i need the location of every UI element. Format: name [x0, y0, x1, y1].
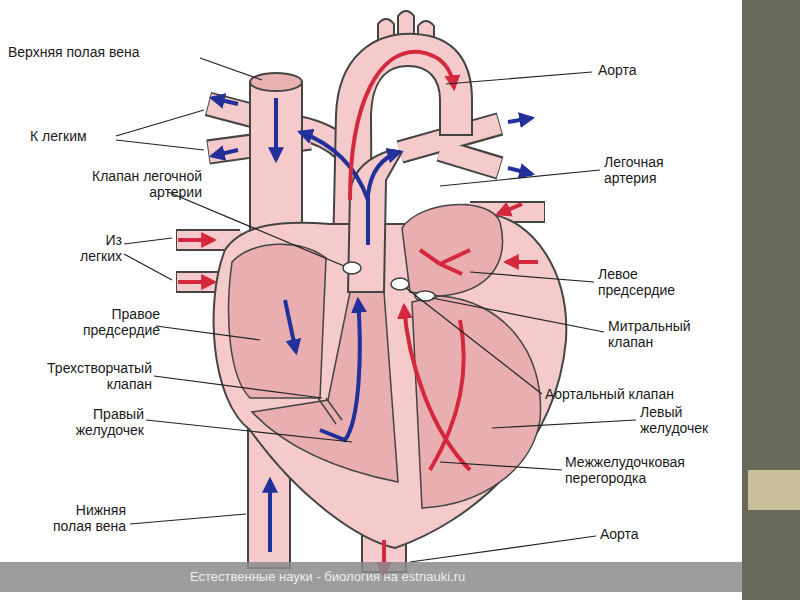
- part-label: К легким: [30, 128, 120, 144]
- leader-line: [116, 58, 636, 562]
- heart-wall: [214, 214, 567, 548]
- right-atrium: [229, 244, 326, 398]
- left-ventricle: [412, 296, 541, 508]
- watermark: Естественные науки - биология на estnauk…: [190, 569, 590, 585]
- frame-strip: [748, 470, 800, 510]
- frame-strip: [0, 592, 742, 600]
- part-label: Правое предсердие: [70, 306, 160, 338]
- left-atrium: [402, 205, 503, 296]
- frame-strip: [742, 0, 800, 600]
- part-label: Левое предсердие: [598, 266, 688, 298]
- part-label: Митральный клапан: [608, 318, 704, 350]
- part-label: Из легких: [66, 232, 122, 264]
- part-label: Межжелудочковая перегородка: [565, 454, 715, 486]
- part-label: Легочная артерия: [604, 154, 688, 186]
- part-label: Аорта: [598, 62, 678, 78]
- right-ventricle: [252, 292, 398, 482]
- part-label: Левый желудочек: [640, 404, 730, 436]
- flow-arrow: [178, 52, 538, 575]
- part-label: Клапан легочной артерии: [76, 168, 202, 200]
- part-label: Нижняя полая вена: [44, 502, 126, 534]
- part-label: Верхняя полая вена: [8, 44, 208, 60]
- part-label: Правый желудочек: [56, 406, 144, 438]
- valve: [318, 262, 435, 424]
- part-label: Аорта: [600, 526, 680, 542]
- part-label: Трехстворчатый клапан: [26, 360, 152, 392]
- watermark-band: [0, 562, 742, 592]
- part-label: Аортальный клапан: [545, 386, 705, 402]
